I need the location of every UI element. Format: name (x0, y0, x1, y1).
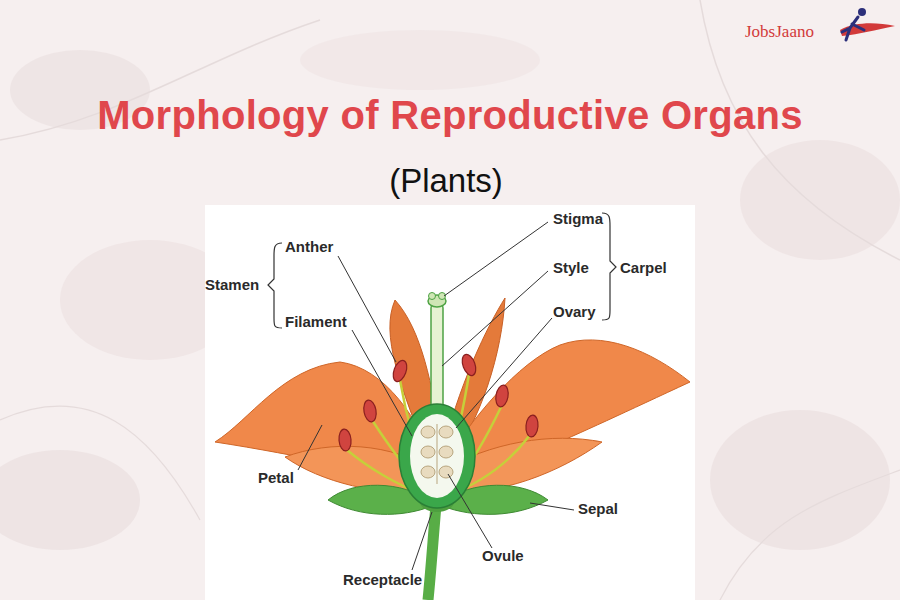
part-label: Ovary (553, 303, 596, 320)
part-label: Filament (285, 313, 347, 330)
part-label: Receptacle (343, 571, 422, 588)
part-label: Style (553, 259, 589, 276)
part-label: Sepal (578, 500, 618, 517)
logo-icon (840, 8, 895, 40)
part-label: Petal (258, 469, 294, 486)
part-label: Stamen (205, 276, 259, 293)
part-label: Ovule (482, 547, 524, 564)
leader-lines (298, 222, 574, 570)
logo-text: JobsJaano (745, 22, 814, 42)
part-label: Anther (285, 238, 333, 255)
subtitle: (Plants) (0, 162, 896, 200)
part-label: Carpel (620, 259, 667, 276)
part-label: Stigma (553, 210, 603, 227)
title: Morphology of Reproductive Organs (0, 93, 900, 138)
